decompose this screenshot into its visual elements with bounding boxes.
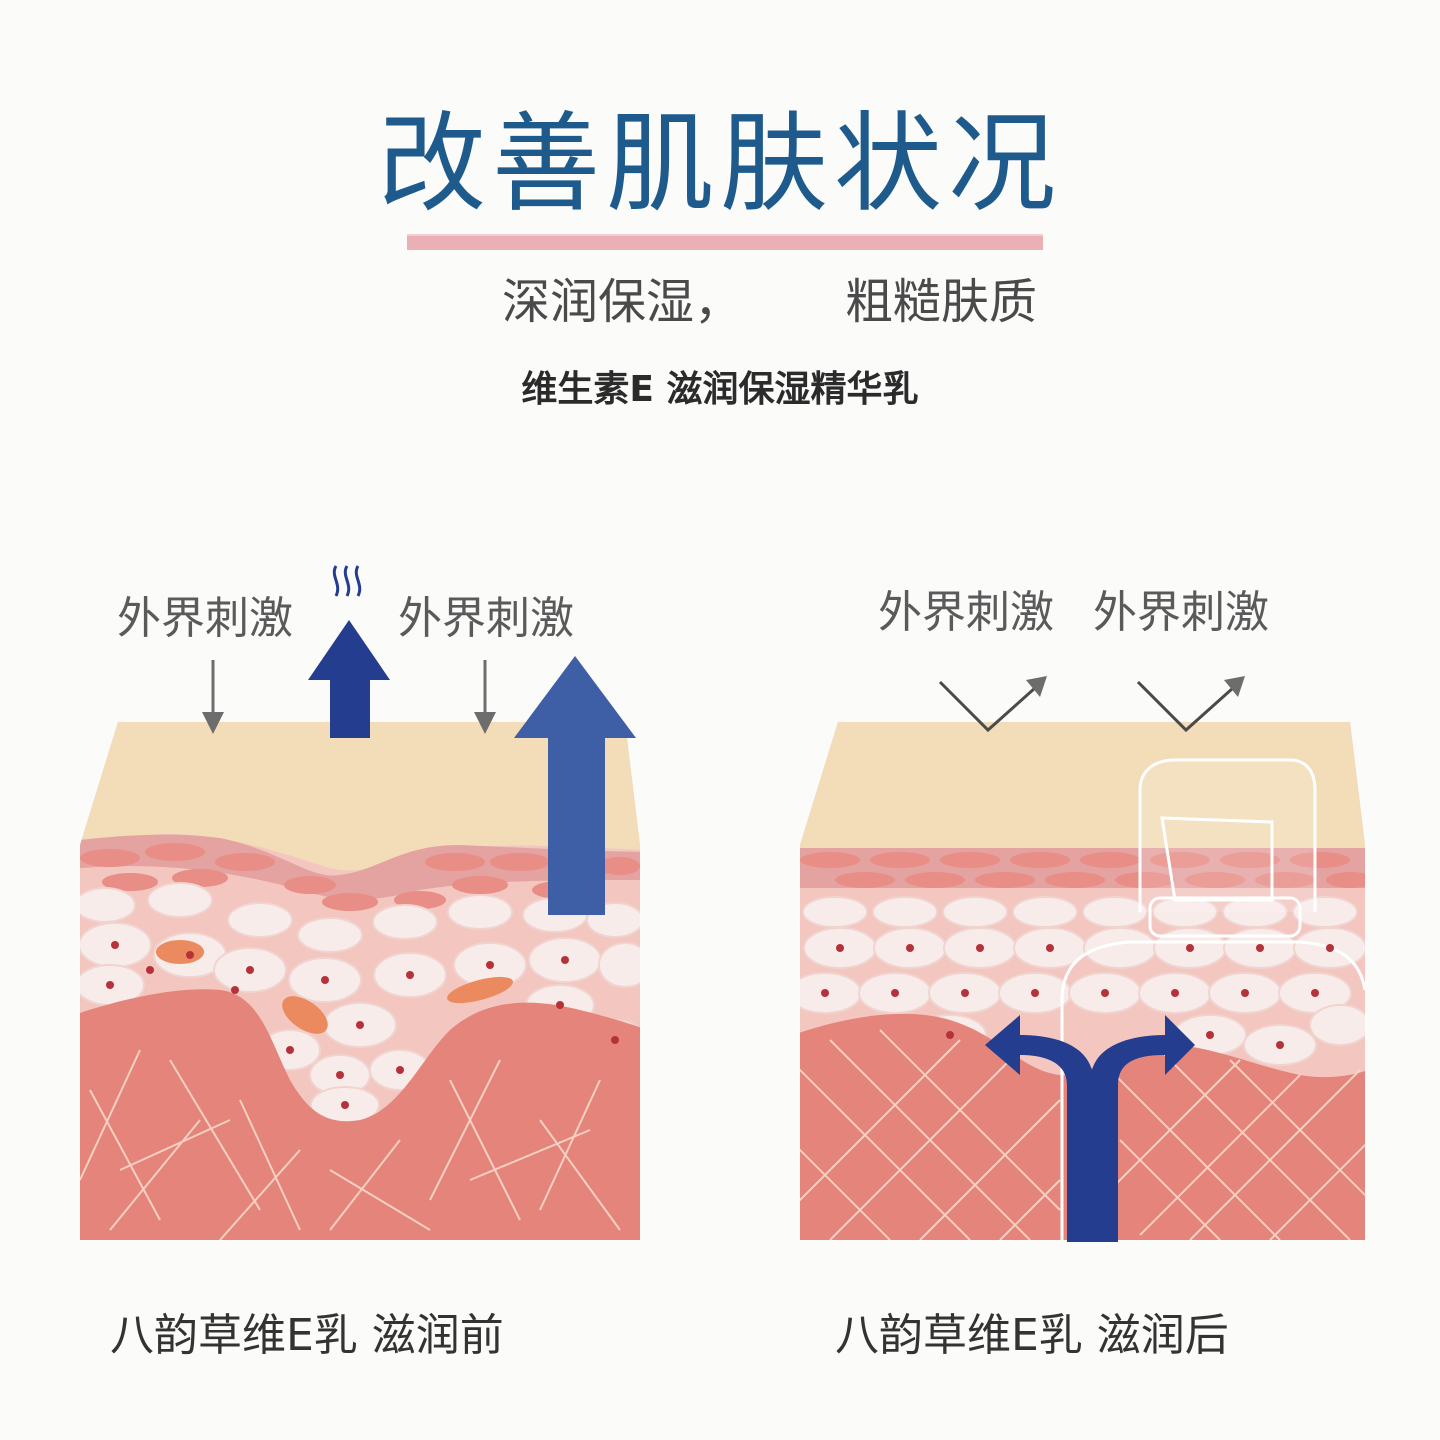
before-label-stimulus-2: 外界刺激 (398, 592, 574, 646)
after-label-stimulus-1: 外界刺激 (878, 586, 1054, 640)
before-caption: 八韵草维E乳 滋润前 (110, 1308, 504, 1364)
before-label-stimulus-1: 外界刺激 (117, 592, 293, 646)
after-label-stimulus-2: 外界刺激 (1093, 586, 1269, 640)
after-caption: 八韵草维E乳 滋润后 (835, 1308, 1229, 1364)
